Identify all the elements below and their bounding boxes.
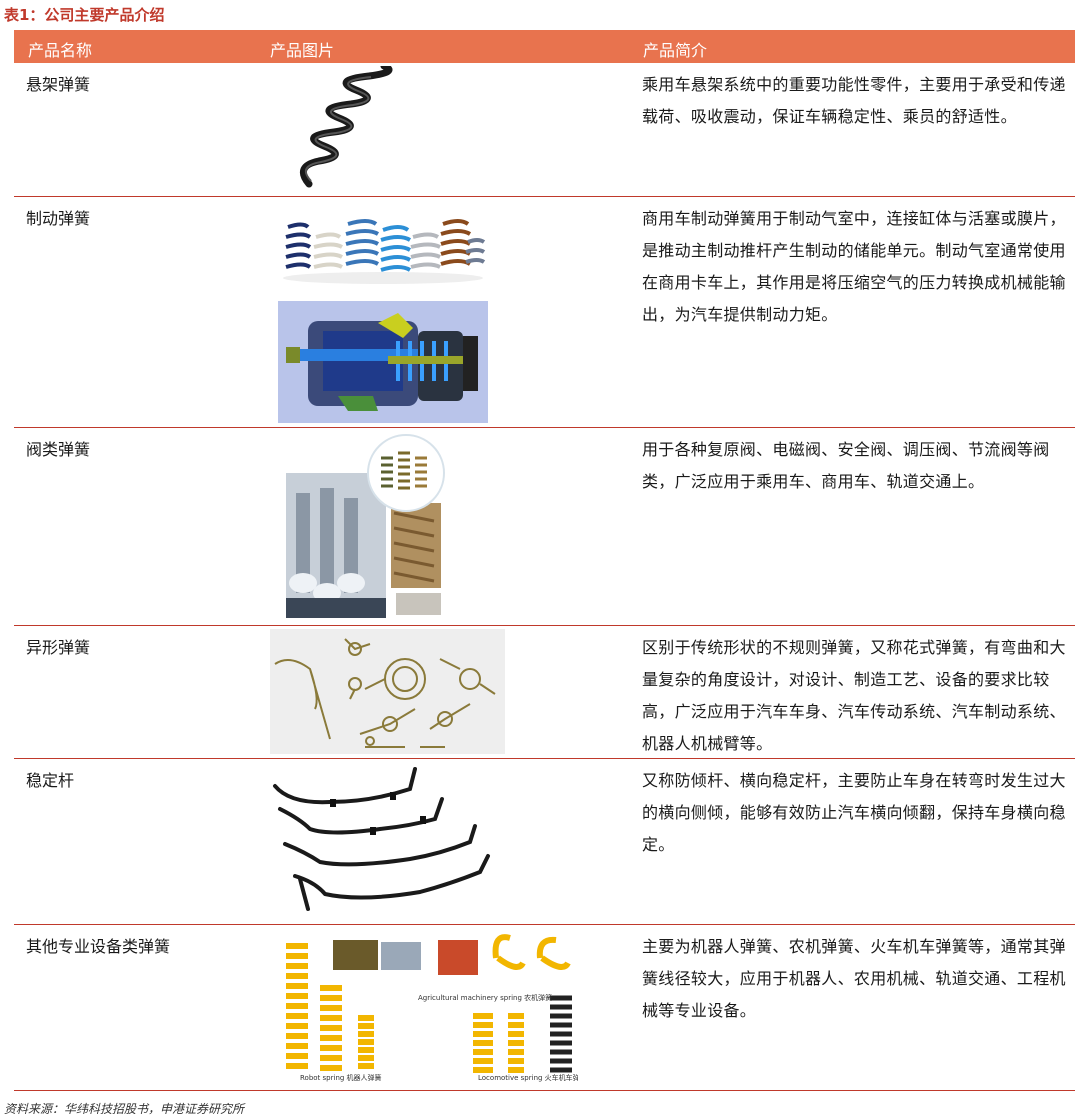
product-name: 制动弹簧 (26, 209, 91, 228)
product-name: 阀类弹簧 (26, 440, 91, 459)
product-description: 主要为机器人弹簧、农机弹簧、火车机车弹簧等，通常其弹簧线径较大，应用于机器人、农… (642, 937, 1066, 1020)
source-note: 资料来源：华纬科技招股书，申港证券研究所 (4, 1102, 245, 1116)
table-row: 阀类弹簧 用于各种复原阀、电磁阀、安全阀、调压阀、节流阀等阀类，广泛应用于乘用车… (14, 428, 1075, 626)
table-header: 产品名称 产品图片 产品简介 (14, 30, 1075, 63)
table-row: 其他专业设备类弹簧 Agricultural machinery spring … (14, 925, 1075, 1091)
product-name: 异形弹簧 (26, 638, 91, 657)
product-name: 其他专业设备类弹簧 (26, 937, 171, 956)
table-row: 异形弹簧 区别于传统形状的不规则弹簧，又称花式弹簧，有弯曲和大量复杂的角度设计，… (14, 626, 1075, 759)
product-description: 乘用车悬架系统中的重要功能性零件，主要用于承受和传递载荷、吸收震动，保证车辆稳定… (642, 75, 1066, 126)
table-row: 制动弹簧 商用车制动弹簧用于制动气室中，连接缸体与活塞或膜片，是推动主制动推杆产… (14, 197, 1075, 428)
header-name: 产品名称 (28, 41, 93, 60)
stabilizer-bars-image (273, 767, 490, 911)
table-row: 稳定杆 又称防倾杆、横向稳定杆，主要防止车身在转弯时发生过大的横向侧倾，能够有效… (14, 759, 1075, 925)
robot-spring-label: Robot spring 机器人弹簧 (300, 1073, 382, 1082)
table-row: 悬架弹簧 乘用车悬架系统中的重要功能性零件，主要用于承受和传递载荷、吸收震动，保… (14, 63, 1075, 197)
product-description: 区别于传统形状的不规则弹簧，又称花式弹簧，有弯曲和大量复杂的角度设计，对设计、制… (642, 638, 1066, 753)
product-name: 稳定杆 (26, 771, 75, 790)
header-image: 产品图片 (270, 41, 335, 60)
equipment-springs-image: Agricultural machinery spring 农机弹簧 Robot… (286, 934, 578, 1082)
brake-springs-image (283, 219, 486, 284)
product-description: 商用车制动弹簧用于制动气室中，连接缸体与活塞或膜片，是推动主制动推杆产生制动的储… (642, 209, 1066, 324)
suspension-spring-image (299, 66, 393, 188)
product-description: 用于各种复原阀、电磁阀、安全阀、调压阀、节流阀等阀类，广泛应用于乘用车、商用车、… (642, 440, 1050, 491)
loco-spring-label: Locomotive spring 火车机车弹簧 (478, 1073, 578, 1082)
product-description: 又称防倾杆、横向稳定杆，主要防止车身在转弯时发生过大的横向侧倾，能够有效防止汽车… (642, 771, 1066, 854)
agri-spring-label: Agricultural machinery spring 农机弹簧 (418, 993, 552, 1002)
valve-springs-image (286, 434, 445, 618)
shaped-springs-image (270, 629, 505, 754)
brake-chamber-image (278, 301, 488, 423)
table-caption: 表1：公司主要产品介绍 (4, 6, 165, 24)
header-desc: 产品简介 (643, 41, 708, 60)
product-name: 悬架弹簧 (26, 75, 91, 94)
